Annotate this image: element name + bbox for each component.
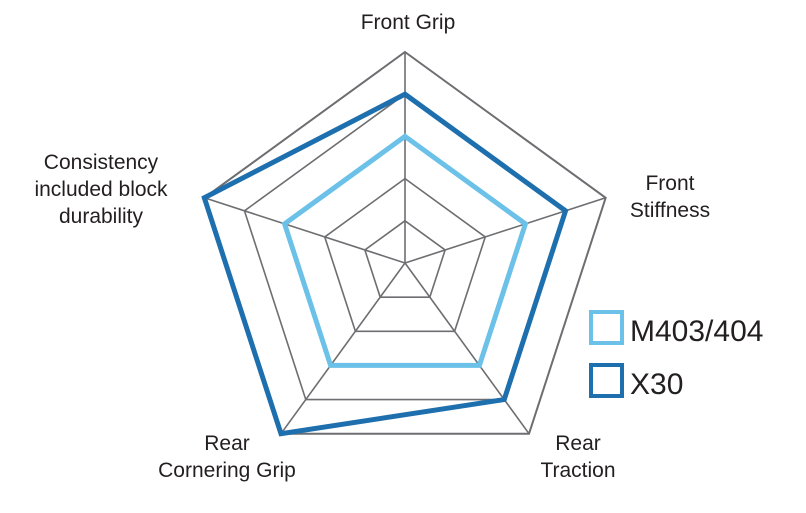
grid-ring-1 [363,219,447,298]
axis-label-line: Cornering Grip [158,459,296,482]
axis-label-front-grip: Front Grip [361,11,456,34]
spoke-rear-traction [404,262,530,435]
spoke-rear-cornering-grip [280,262,406,435]
axis-label-line: Stiffness [630,199,710,222]
axis-label-line: Rear [555,432,601,455]
radar-series-group [201,91,569,437]
spoke-consistency-included-block-durability [204,197,406,264]
legend-label-m403-404: M403/404 [630,315,763,348]
grid-ring-2 [323,177,487,333]
axis-label-line: Traction [540,459,615,482]
legend-swatch-x30 [589,363,624,398]
grid-ring-5 [203,50,607,435]
series-x30 [201,91,569,437]
legend-label-x30: X30 [630,368,683,401]
spoke-front-stiffness [404,197,606,264]
axis-label-line: Consistency [44,151,159,174]
axis-label-line: included block [34,178,168,201]
series-m403-404 [281,133,529,368]
axis-label-consistency-included-block-durability: Consistency included block durability [34,151,168,228]
axis-label-line: durability [59,205,144,228]
axis-label-line: Front Grip [361,11,456,34]
legend-swatch-m403-404 [589,310,624,345]
axis-label-line: Front [645,172,694,195]
axis-label-line: Rear [204,432,250,455]
